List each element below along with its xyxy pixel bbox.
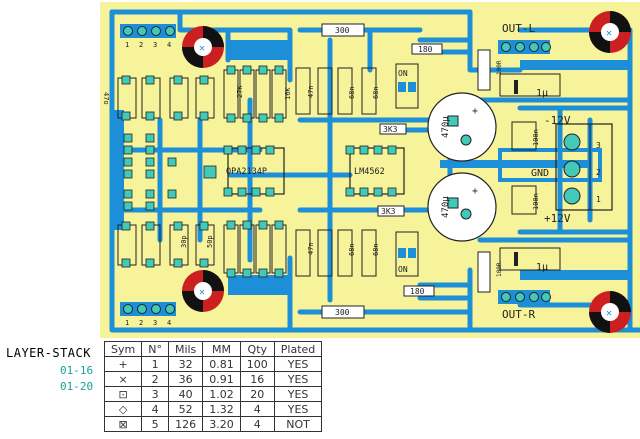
svg-text:✕: ✕ [606,28,612,39]
svg-text:ON: ON [398,69,408,78]
resistor-300-top: 300 [335,26,350,35]
input-connector-top: 1 2 3 4 [120,24,176,49]
copper-pours [112,40,630,295]
output-connector-left: OUT-L [498,22,551,54]
mounting-hole-bottom-right: ✕ [589,291,631,333]
mounting-hole-top-right: ✕ [589,11,631,53]
svg-text:+: + [472,186,478,197]
power-pin-3: 3 [596,141,601,150]
pcb-layout: 1 2 3 4 1 2 3 4 ✕ ✕ [100,2,640,338]
ic-label: LM4562 [354,167,385,177]
svg-text:✕: ✕ [606,308,612,319]
col-qty: Qty [239,341,275,357]
power-pin-2: 2 [596,168,601,177]
cap-100n-top: 100n [511,121,540,151]
cap-1u-top: 1µ [499,73,561,99]
label-minus-12v: -12V [544,114,571,127]
col-sym: Sym [103,341,143,357]
out-r-label: OUT-R [502,308,535,321]
opamp-ic: OPA2134P [223,145,285,197]
output-connector-right: OUT-R [498,290,551,321]
cap-50p: 50p [206,235,214,248]
resistor-27k: 27K [236,85,244,98]
mounting-hole-top-left: ✕ [182,26,224,68]
cap-68n-d: 68n [372,243,380,256]
layer-range-2: 01-20 [60,380,94,393]
resistor-180-bottom: 180 [410,287,425,296]
label-gnd: GND [531,168,549,179]
resistors-top: 300 180 3K3 100R [321,23,503,135]
input-connector-bottom: 1 2 3 4 [120,302,176,327]
svg-text:✕: ✕ [199,43,205,54]
electrolytic-cap-top: 470µ + [427,92,497,162]
cap-68n-c: 68n [348,243,356,256]
power-pin-1: 1 [596,195,601,204]
svg-text:470µ: 470µ [441,116,451,138]
second-ic: LM4562 [345,145,405,197]
resistor-16k: 16K [284,87,292,100]
col-plated: Plated [273,341,323,357]
pin-label-4: 4 [167,41,171,49]
drill-table-header: Sym N° Mils MM Qty Plated [103,341,323,357]
film-caps-bottom [295,229,377,277]
pin-label-4: 4 [167,319,171,327]
label-plus-12v: +12V [544,212,571,225]
film-caps-top [295,67,377,115]
col-mm: MM [202,341,241,357]
svg-text:+: + [472,106,478,117]
cap-1u-bottom: 1µ [499,247,561,273]
pin-label-3: 3 [153,319,157,327]
pin-label-2: 2 [139,319,143,327]
mounting-holes: ✕ ✕ ✕ ✕ [182,11,631,333]
col-n: N° [141,341,169,357]
layer-stack-title: LAYER-STACK [6,346,91,360]
resistor-300-bottom: 300 [335,308,350,317]
pin-label-1: 1 [125,41,129,49]
resistor-3k3-top: 3K3 [383,125,398,134]
svg-text:100n: 100n [532,193,540,210]
component-pads [121,65,284,278]
jumper-on-top: ON [395,63,419,109]
cap-47o: 47o [102,92,110,105]
cap-47n-bottom: 47n [307,242,315,255]
svg-text:✕: ✕ [199,287,205,298]
out-l-label: OUT-L [502,22,535,35]
power-connector: 3 2 1 [555,123,613,211]
pin-label-2: 2 [139,41,143,49]
svg-text:100n: 100n [532,129,540,146]
svg-text:ON: ON [398,265,408,274]
resistor-180-top: 180 [418,45,433,54]
pin-label-3: 3 [153,41,157,49]
pin-label-1: 1 [125,319,129,327]
svg-text:1µ: 1µ [536,262,548,273]
cap-68n-b: 68n [372,86,380,99]
layer-range-1: 01-16 [60,364,94,377]
cap-47n-top: 47n [307,85,315,98]
mounting-hole-bottom-left: ✕ [182,270,224,312]
cap-30p: 30p [180,235,188,248]
opamp-label: OPA2134P [226,167,267,177]
resistor-100r-top: 100R [496,60,503,75]
cap-100n-bottom: 100n [511,185,540,215]
electrolytic-cap-bottom: 470µ + [427,172,497,242]
jumper-on-bottom: ON [395,231,419,277]
svg-text:470µ: 470µ [441,196,451,218]
svg-text:1µ: 1µ [536,88,548,99]
resistor-3k3-bottom: 3K3 [381,207,396,216]
cap-68n-a: 68n [348,86,356,99]
col-mils: Mils [167,341,204,357]
